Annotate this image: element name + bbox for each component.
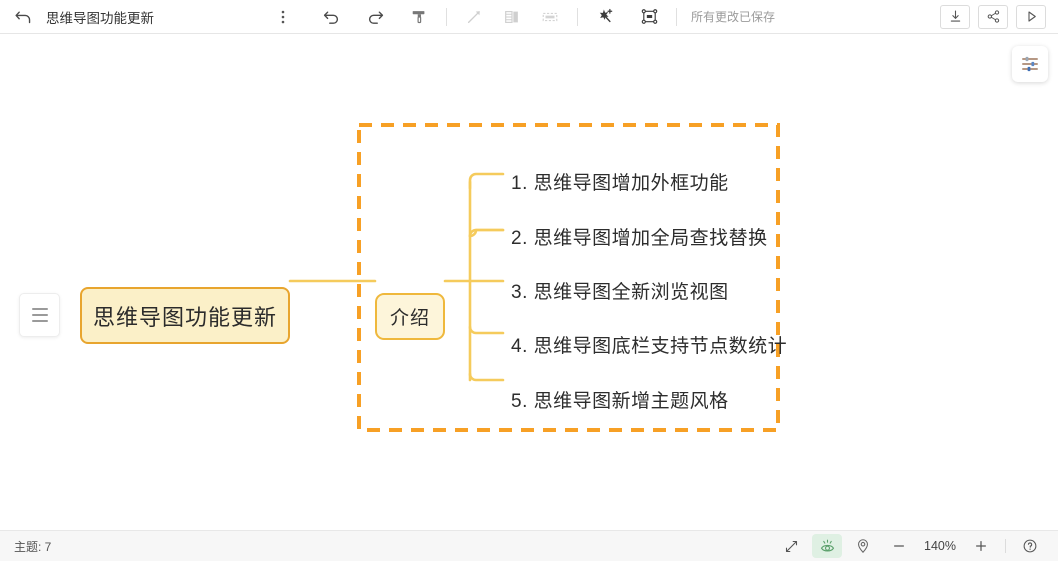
outline-line-2 bbox=[31, 314, 48, 316]
toolbar-right-actions bbox=[940, 4, 1050, 29]
leaf-node-1[interactable]: 1. 思维导图增加外框功能 bbox=[511, 173, 729, 194]
fullscreen-expand-icon[interactable] bbox=[776, 534, 806, 558]
more-vertical-icon[interactable] bbox=[268, 4, 298, 30]
zoom-in-button[interactable] bbox=[966, 534, 996, 558]
zoom-out-button[interactable] bbox=[884, 534, 914, 558]
present-play-icon[interactable] bbox=[1016, 4, 1046, 29]
status-bar: 主题: 7 bbox=[0, 530, 1058, 561]
outline-menu-icon[interactable] bbox=[19, 293, 60, 337]
mindmap-canvas[interactable]: 思维导图功能更新 介绍 1. 思维导图增加外框功能 2. 思维导图增加全局查找替… bbox=[0, 34, 1058, 530]
topics-count-label: 主题: 7 bbox=[14, 539, 52, 554]
leaf-node-2[interactable]: 2. 思维导图增加全局查找替换 bbox=[511, 228, 768, 249]
toolbar-divider bbox=[446, 7, 447, 26]
download-icon[interactable] bbox=[940, 4, 970, 29]
status-bar-controls: 140% bbox=[773, 534, 1048, 558]
orange-dashed-frame bbox=[357, 123, 780, 432]
branch-node-intro[interactable]: 介绍 bbox=[375, 293, 445, 340]
undo-icon[interactable] bbox=[316, 4, 346, 30]
layout-icon[interactable] bbox=[497, 4, 527, 30]
outline-line-3 bbox=[31, 320, 48, 322]
magic-wand-add-icon[interactable] bbox=[590, 4, 620, 30]
leaf-node-4[interactable]: 4. 思维导图底栏支持节点数统计 bbox=[511, 336, 788, 357]
selection-box-icon[interactable] bbox=[535, 4, 565, 30]
leaf-node-3[interactable]: 3. 思维导图全新浏览视图 bbox=[511, 282, 729, 303]
root-node[interactable]: 思维导图功能更新 bbox=[80, 287, 290, 344]
help-question-icon[interactable] bbox=[1015, 534, 1045, 558]
zoom-level-value[interactable]: 140% bbox=[924, 539, 956, 553]
document-title[interactable]: 思维导图功能更新 bbox=[46, 10, 154, 26]
toolbar-divider-2 bbox=[577, 7, 578, 26]
format-painter-icon[interactable] bbox=[404, 4, 434, 30]
relationship-map-icon[interactable] bbox=[634, 4, 664, 30]
back-arrow-icon[interactable] bbox=[10, 4, 36, 30]
leaf-node-5[interactable]: 5. 思维导图新增主题风格 bbox=[511, 391, 729, 412]
eye-focus-icon[interactable] bbox=[812, 534, 842, 558]
outline-line-1 bbox=[31, 308, 48, 310]
save-status-text: 所有更改已保存 bbox=[691, 10, 776, 24]
locate-pin-icon[interactable] bbox=[848, 534, 878, 558]
sliders-settings-icon[interactable] bbox=[1012, 46, 1048, 82]
share-icon[interactable] bbox=[978, 4, 1008, 29]
toolbar-divider-3 bbox=[676, 7, 677, 26]
redo-icon[interactable] bbox=[360, 4, 390, 30]
top-toolbar: 思维导图功能更新 bbox=[0, 0, 1058, 34]
line-tool-icon[interactable] bbox=[459, 4, 489, 30]
mindmap-connectors bbox=[288, 123, 780, 432]
status-divider bbox=[1005, 539, 1006, 553]
